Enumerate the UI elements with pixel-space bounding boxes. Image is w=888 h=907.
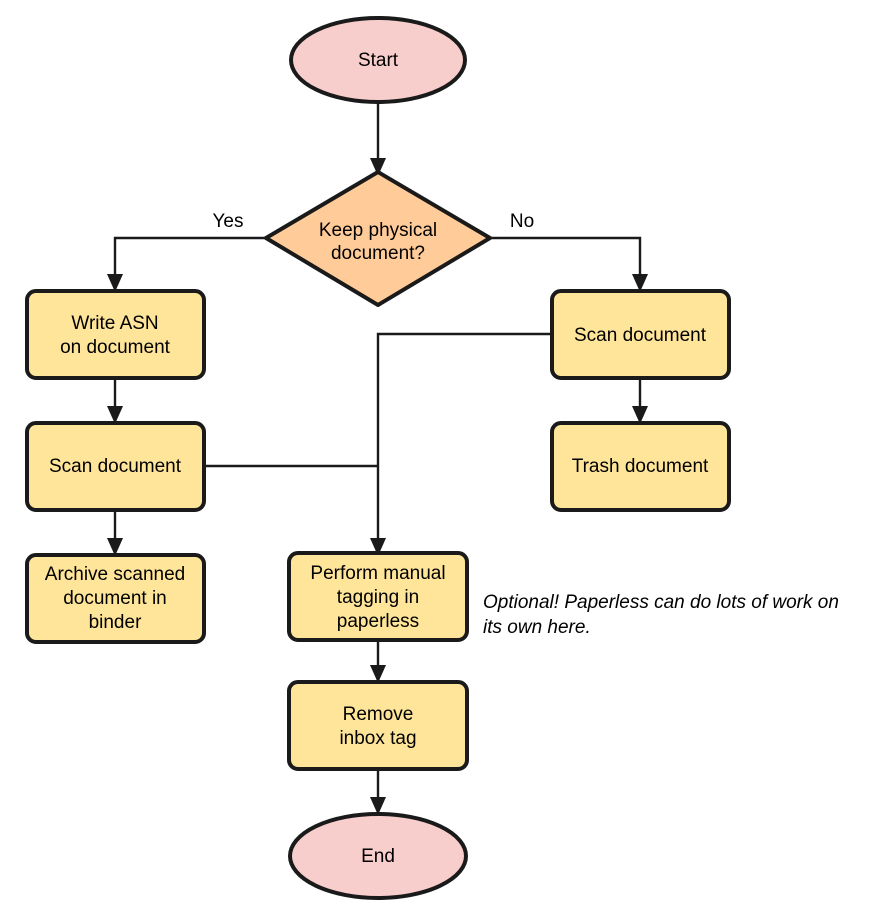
scan-document-right-box-shape	[550, 289, 731, 380]
write-asn-label-line2: on document	[60, 337, 171, 358]
decision-label-line2: document?	[331, 243, 425, 264]
annotation-note: Optional! Paperless can do lots of work …	[483, 592, 839, 638]
edge-label-yes: Yes	[213, 211, 244, 232]
remove-inbox-box-shape	[287, 680, 469, 771]
arrowhead-trunk-to-tagging	[370, 538, 386, 556]
tagging-label-line3: paperless	[337, 611, 419, 632]
decision-label-line1: Keep physical	[319, 220, 437, 241]
remove-inbox-label-line1: Remove	[343, 704, 414, 725]
annotation-line1: Optional! Paperless can do lots of work …	[483, 592, 839, 613]
node-scan-document-left[interactable]: Scan document	[25, 421, 206, 512]
start-label: Start	[358, 50, 399, 71]
archive-label-line1: Archive scanned	[45, 564, 185, 585]
edge-decision-no	[490, 236, 642, 282]
trash-document-label: Trash document	[572, 456, 709, 477]
start-ellipse-shape	[289, 16, 467, 104]
tagging-label-line1: Perform manual	[310, 563, 445, 584]
trash-document-box-shape	[550, 421, 731, 512]
edge-label-no: No	[510, 211, 534, 232]
node-write-asn-on-document[interactable]: Write ASN on document	[25, 289, 206, 380]
scan-document-left-label: Scan document	[49, 456, 182, 477]
tagging-box-shape	[287, 551, 469, 642]
arrowhead-writeasn-to-scanleft	[107, 406, 123, 424]
edge-decision-yes	[113, 236, 265, 282]
archive-box-shape	[25, 553, 206, 644]
arrowhead-scanleft-to-archive	[107, 538, 123, 556]
scan-document-right-label: Scan document	[574, 325, 707, 346]
connector-layer	[107, 103, 648, 815]
edge-scanright-to-tagging	[376, 332, 552, 546]
node-keep-physical-document-decision[interactable]: Keep physical document?	[264, 170, 492, 307]
tagging-label-line2: tagging in	[337, 587, 419, 608]
end-label: End	[361, 846, 395, 867]
decision-diamond-shape	[264, 170, 492, 307]
node-remove-inbox-tag[interactable]: Remove inbox tag	[287, 680, 469, 771]
arrowhead-decision-no	[632, 274, 648, 292]
node-archive-scanned-document[interactable]: Archive scanned document in binder	[25, 553, 206, 644]
node-perform-manual-tagging[interactable]: Perform manual tagging in paperless	[287, 551, 469, 642]
scan-document-left-box-shape	[25, 421, 206, 512]
remove-inbox-label-line2: inbox tag	[339, 728, 416, 749]
write-asn-label-line1: Write ASN	[71, 313, 158, 334]
node-scan-document-right[interactable]: Scan document	[550, 289, 731, 380]
node-end[interactable]: End	[288, 812, 468, 900]
node-start[interactable]: Start	[289, 16, 467, 104]
node-trash-document[interactable]: Trash document	[550, 421, 731, 512]
arrowhead-decision-yes	[107, 274, 123, 292]
arrowhead-start-to-decision	[370, 158, 386, 176]
write-asn-box-shape	[25, 289, 206, 380]
end-ellipse-shape	[288, 812, 468, 900]
annotation-line2: its own here.	[483, 617, 591, 638]
arrowhead-scanright-to-trash	[632, 406, 648, 424]
arrowhead-removeinbox-to-end	[370, 797, 386, 815]
archive-label-line2: document in	[63, 588, 167, 609]
arrowhead-tagging-to-removeinbox	[370, 665, 386, 683]
archive-label-line3: binder	[89, 612, 142, 633]
